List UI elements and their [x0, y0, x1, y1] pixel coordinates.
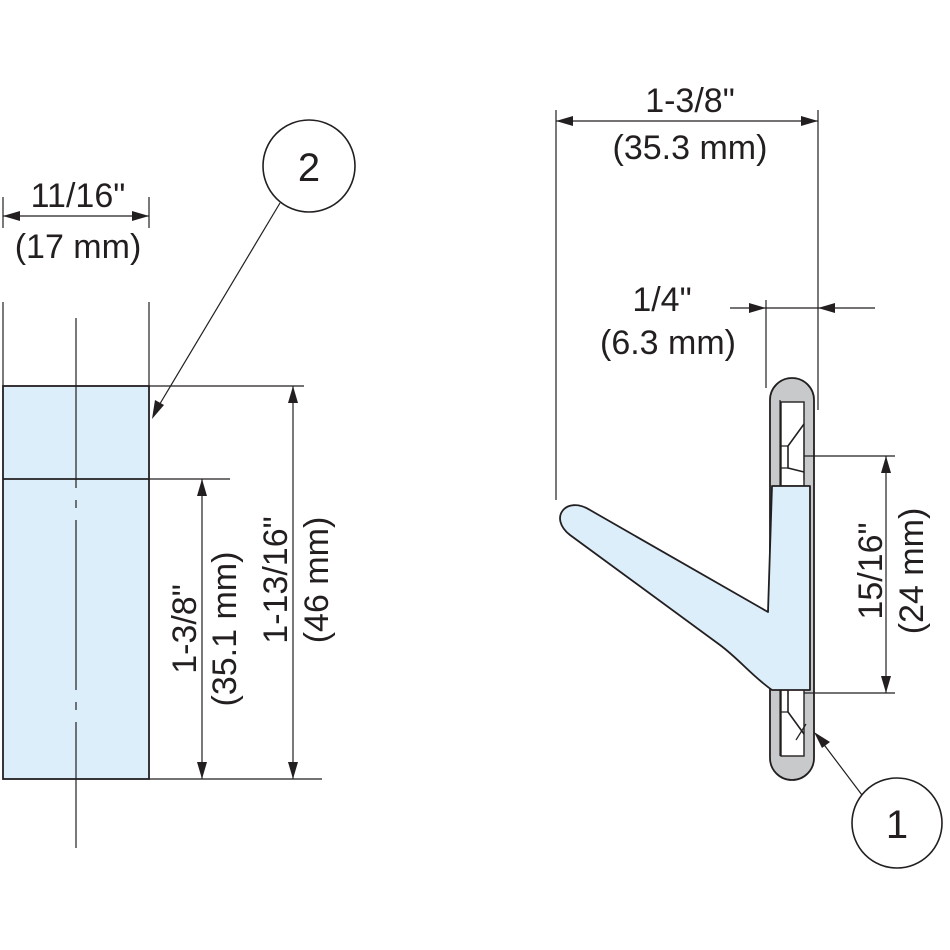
total-height-arrow-top	[288, 386, 298, 403]
callout-2-circle	[262, 119, 356, 213]
callout-1-leader	[821, 741, 863, 796]
lower-height-label-in: 1-3/8"	[166, 584, 204, 674]
callout-1-arrow	[814, 732, 830, 748]
overall-width-label-in: 1-3/8"	[645, 82, 735, 120]
width-dim-label-mm: (17 mm)	[15, 228, 142, 266]
overall-width-arrow-left	[556, 116, 573, 126]
callout-1-circle	[851, 777, 943, 869]
hole-spacing-label-mm: (24 mm)	[893, 508, 931, 635]
width-dim-label-in: 11/16"	[31, 177, 126, 215]
hole-spacing-label-in: 15/16"	[852, 522, 890, 619]
thickness-label-in: 1/4"	[632, 281, 691, 319]
upper-screw	[780, 401, 805, 487]
total-height-label-in: 1-13/16"	[257, 516, 295, 643]
thickness-arrow-right	[818, 303, 835, 313]
callout-1-label: 1	[886, 803, 908, 847]
total-height-label-mm: (46 mm)	[298, 517, 336, 644]
hole-spacing-arrow-bottom	[881, 676, 891, 693]
callout-2-arrow	[152, 400, 164, 419]
thickness-label-mm: (6.3 mm)	[600, 324, 736, 362]
width-dim-arrow-right	[132, 211, 149, 221]
lower-height-arrow-top	[197, 479, 207, 496]
lower-height-arrow-bottom	[197, 762, 207, 779]
right-view: 1-3/8" (35.3 mm) 1/4" (6.3 mm) 15/16" (2…	[555, 82, 943, 869]
lower-height-label-mm: (35.1 mm)	[206, 552, 244, 707]
thickness-arrow-left	[749, 303, 766, 313]
hole-spacing-arrow-top	[881, 456, 891, 473]
callout-2-leader	[157, 202, 281, 408]
overall-width-arrow-right	[801, 116, 818, 126]
overall-width-label-mm: (35.3 mm)	[613, 129, 768, 167]
left-view: 11/16" (17 mm) 1-3/8" (35.1 mm) 1-13/16"…	[2, 119, 356, 848]
total-height-arrow-bottom	[288, 762, 298, 779]
callout-2-label: 2	[298, 146, 320, 190]
hook-body	[559, 485, 811, 691]
width-dim-arrow-left	[3, 211, 20, 221]
